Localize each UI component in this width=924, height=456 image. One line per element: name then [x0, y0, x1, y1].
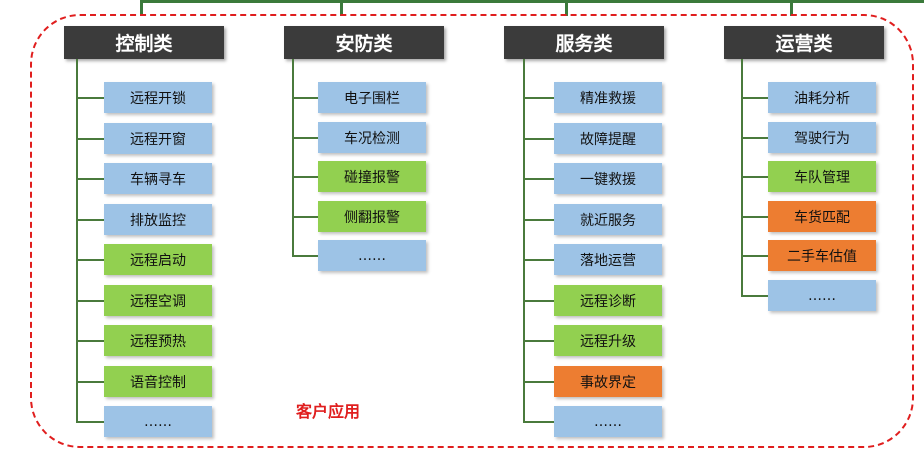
function-item: 碰撞报警: [318, 161, 426, 192]
tree-branch-line: [523, 178, 554, 180]
tree-branch-line: [292, 97, 318, 99]
category-header: 服务类: [504, 26, 664, 59]
function-item: 远程启动: [104, 244, 212, 275]
function-item: 二手车估值: [768, 240, 876, 271]
tree-branch-line: [76, 97, 104, 99]
top-connector-line: [140, 0, 924, 3]
function-item: ……: [554, 406, 662, 437]
tree-branch-line: [76, 340, 104, 342]
tree-branch-line: [76, 300, 104, 302]
tree-branch-line: [523, 219, 554, 221]
tree-trunk-line: [523, 59, 525, 422]
function-item: 远程开锁: [104, 82, 212, 113]
function-item: 远程诊断: [554, 285, 662, 316]
function-item: 落地运营: [554, 244, 662, 275]
function-item: 车队管理: [768, 161, 876, 192]
tree-branch-line: [523, 340, 554, 342]
function-item: 精准救援: [554, 82, 662, 113]
function-item: 车况检测: [318, 122, 426, 153]
function-item: 远程升级: [554, 325, 662, 356]
top-drop-line: [790, 0, 793, 16]
function-item: 远程预热: [104, 325, 212, 356]
tree-branch-line: [741, 176, 768, 178]
customer-application-frame: [30, 14, 914, 448]
tree-branch-line: [292, 216, 318, 218]
function-item: 侧翻报警: [318, 201, 426, 232]
function-item: 事故界定: [554, 366, 662, 397]
tree-branch-line: [292, 176, 318, 178]
tree-trunk-line: [76, 59, 78, 422]
tree-branch-line: [523, 97, 554, 99]
tree-branch-line: [76, 219, 104, 221]
top-drop-line: [140, 0, 143, 16]
tree-branch-line: [76, 138, 104, 140]
function-item: 远程开窗: [104, 123, 212, 154]
function-item: 一键救援: [554, 163, 662, 194]
function-item: 电子围栏: [318, 82, 426, 113]
tree-branch-line: [741, 216, 768, 218]
tree-branch-line: [76, 259, 104, 261]
tree-branch-line: [523, 421, 554, 423]
tree-branch-line: [741, 97, 768, 99]
function-item: 语音控制: [104, 366, 212, 397]
top-drop-line: [340, 0, 343, 16]
function-item: 油耗分析: [768, 82, 876, 113]
function-item: 车辆寻车: [104, 163, 212, 194]
tree-branch-line: [76, 178, 104, 180]
top-drop-line: [565, 0, 568, 16]
function-item: 故障提醒: [554, 123, 662, 154]
function-item: 驾驶行为: [768, 122, 876, 153]
function-item: ……: [768, 280, 876, 311]
tree-branch-line: [292, 255, 318, 257]
function-item: 远程空调: [104, 285, 212, 316]
category-header: 运营类: [724, 26, 884, 59]
function-item: 就近服务: [554, 204, 662, 235]
tree-branch-line: [741, 255, 768, 257]
tree-branch-line: [76, 421, 104, 423]
tree-trunk-line: [292, 59, 294, 256]
tree-branch-line: [523, 138, 554, 140]
function-item: ……: [104, 406, 212, 437]
tree-branch-line: [76, 381, 104, 383]
category-header: 安防类: [284, 26, 444, 59]
category-header: 控制类: [64, 26, 224, 59]
tree-branch-line: [292, 137, 318, 139]
tree-branch-line: [523, 259, 554, 261]
customer-application-label: 客户应用: [296, 402, 361, 421]
tree-branch-line: [741, 137, 768, 139]
function-item: ……: [318, 240, 426, 271]
function-item: 排放监控: [104, 204, 212, 235]
tree-branch-line: [741, 295, 768, 297]
tree-branch-line: [523, 300, 554, 302]
function-item: 车货匹配: [768, 201, 876, 232]
tree-branch-line: [523, 381, 554, 383]
